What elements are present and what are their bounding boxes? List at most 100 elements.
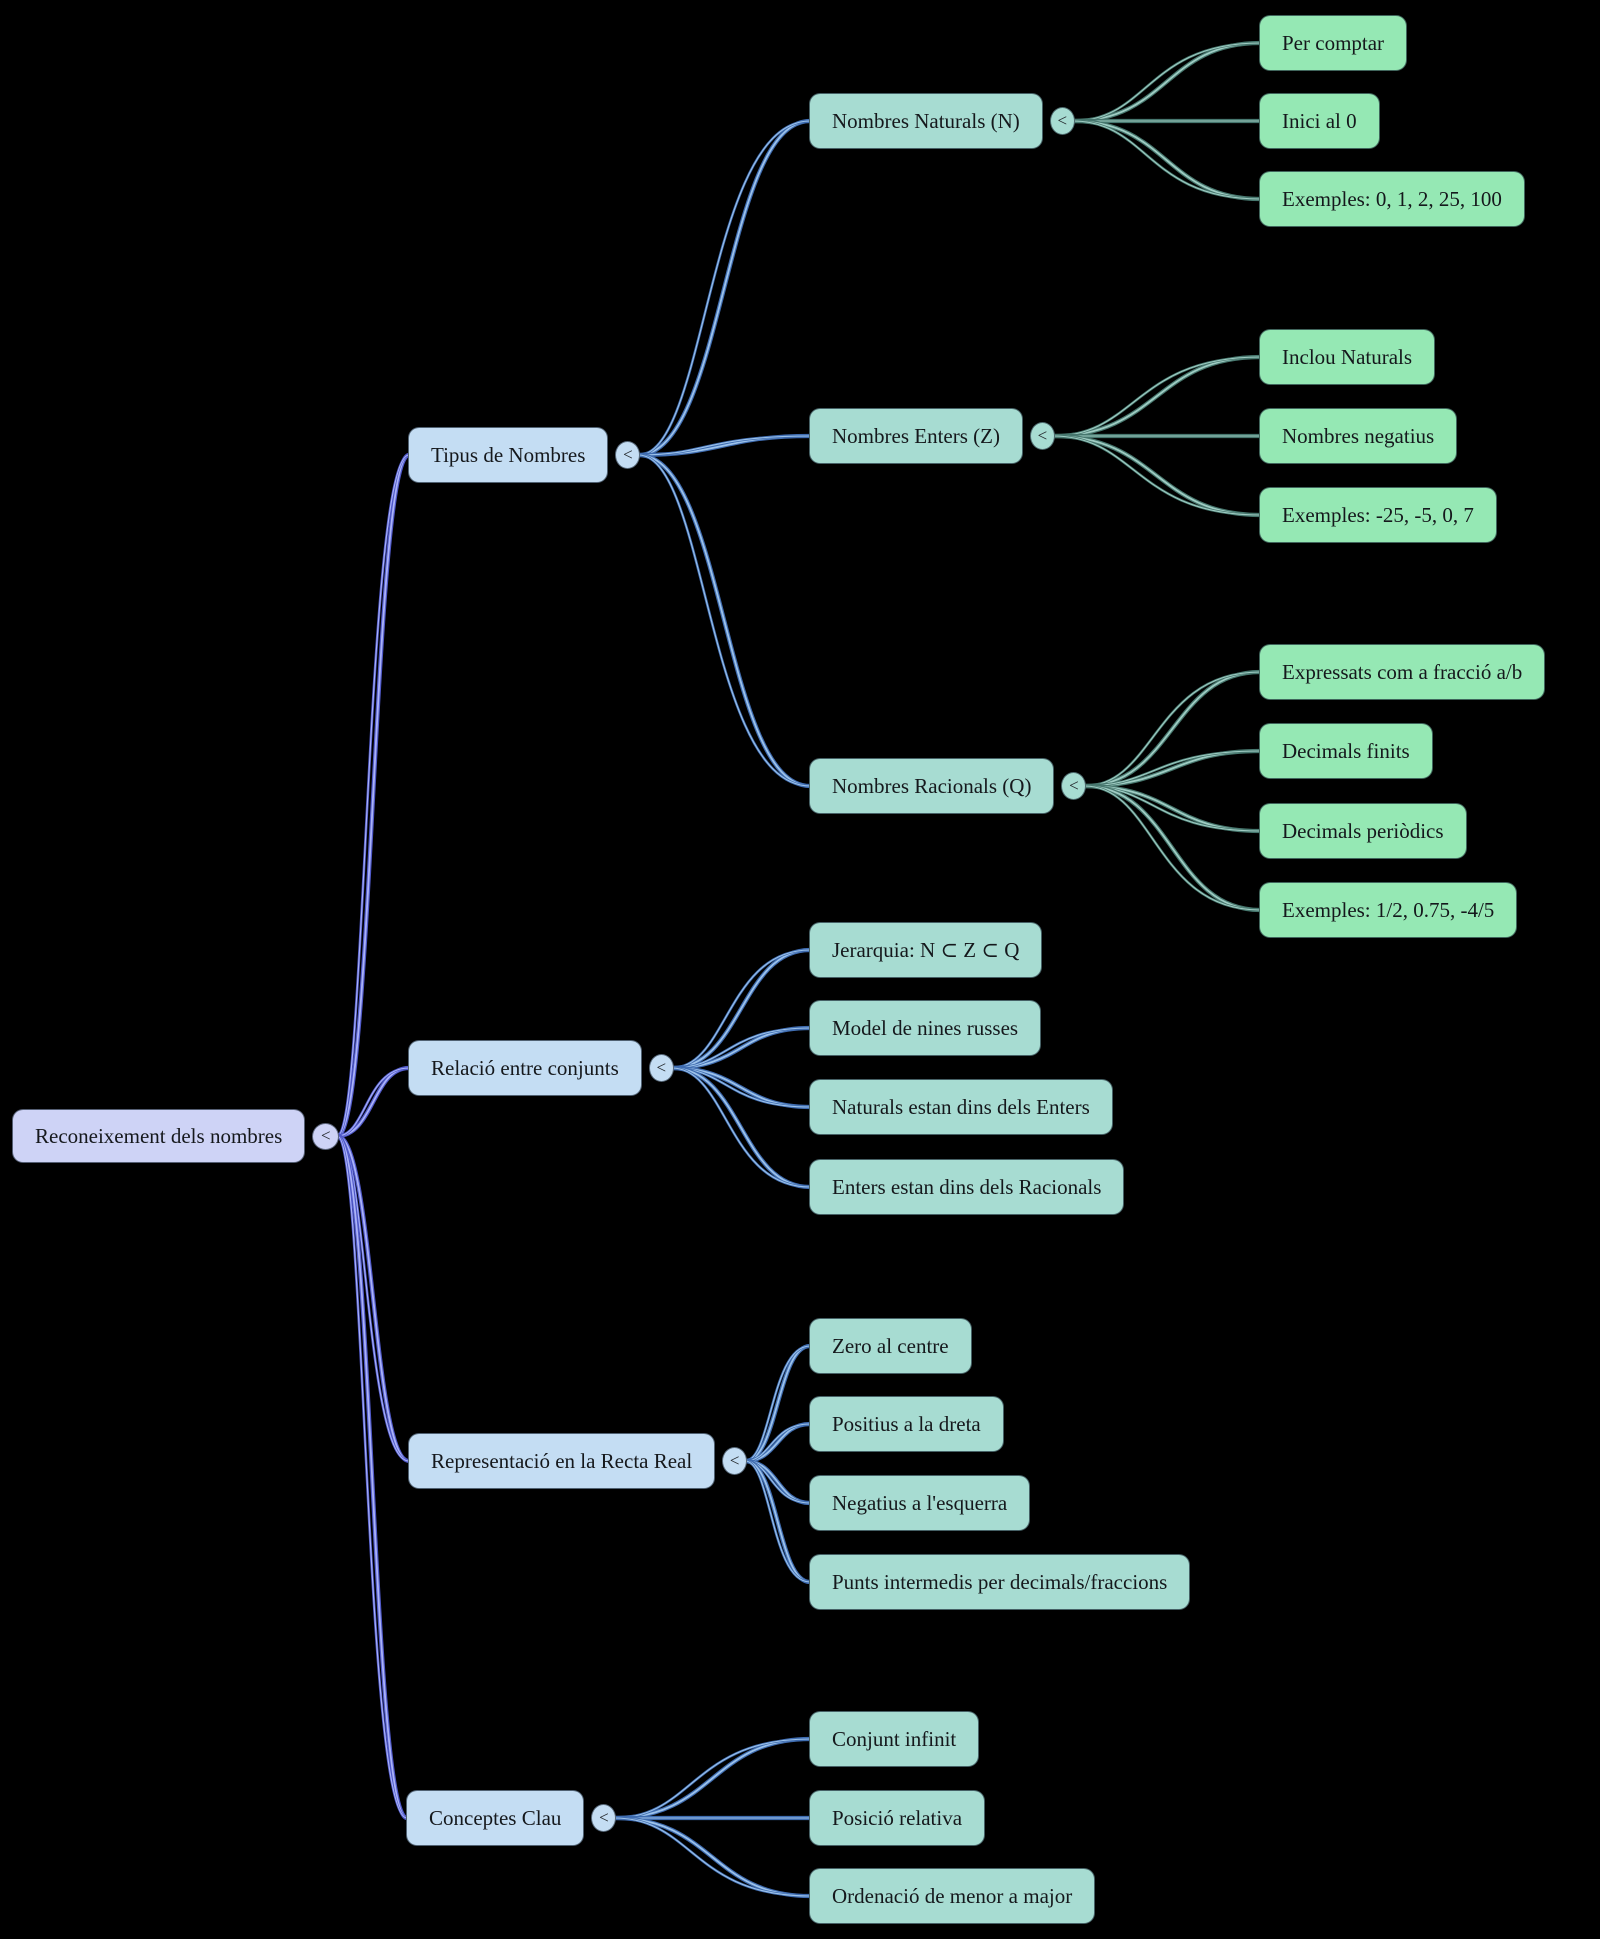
node-punts-intermedis: Punts intermedis per decimals/fraccions — [809, 1554, 1191, 1610]
mindmap-edge-zero — [744, 1345, 811, 1462]
node-reconeixement-dels-nombres: Reconeixement dels nombres < — [12, 1109, 340, 1163]
collapse-toggle[interactable]: < — [312, 1122, 340, 1150]
mindmap-edge-exrac — [1083, 785, 1261, 911]
mindmap-edge-punts — [744, 1460, 811, 1583]
node-model-nines-russes: Model de nines russes — [809, 1000, 1042, 1056]
collapse-toggle[interactable]: < — [1049, 107, 1075, 135]
node-label: Negatius a l'esquerra — [809, 1475, 1031, 1531]
node-nombres-naturals: Nombres Naturals (N) < — [809, 93, 1075, 149]
mindmap-edge-jerarquia — [670, 949, 811, 1069]
node-label: Conjunt infinit — [809, 1711, 980, 1767]
mindmap-edge-finits — [1083, 750, 1261, 787]
node-exemples-naturals: Exemples: 0, 1, 2, 25, 100 — [1259, 171, 1525, 227]
mindmap-edge-expressats — [1083, 671, 1261, 787]
node-label: Decimals periòdics — [1259, 803, 1467, 859]
node-decimals-finits: Decimals finits — [1259, 723, 1433, 779]
node-nombres-racionals: Nombres Racionals (Q) < — [809, 758, 1087, 814]
mindmap-edge-enters — [637, 435, 811, 456]
node-jerarquia: Jerarquia: N ⊂ Z ⊂ Q — [809, 922, 1043, 978]
node-label: Inici al 0 — [1259, 93, 1380, 149]
node-conjunt-infinit: Conjunt infinit — [809, 1711, 980, 1767]
node-label: Posició relativa — [809, 1790, 986, 1846]
mindmap-edge-naturals — [637, 120, 811, 456]
node-label: Exemples: 0, 1, 2, 25, 100 — [1259, 171, 1525, 227]
mindmap-edge-zero — [744, 1345, 811, 1462]
node-inclou-naturals: Inclou Naturals — [1259, 329, 1436, 385]
collapse-toggle[interactable]: < — [722, 1447, 748, 1475]
node-label: Tipus de Nombres — [408, 427, 609, 483]
node-conceptes-clau: Conceptes Clau < — [406, 1790, 617, 1846]
node-negatius-esquerra: Negatius a l'esquerra — [809, 1475, 1031, 1531]
node-ordenacio-menor-major: Ordenació de menor a major — [809, 1868, 1096, 1924]
collapse-toggle[interactable]: < — [615, 441, 641, 469]
mindmap-edge-exent — [1052, 435, 1261, 516]
node-label: Nombres negatius — [1259, 408, 1458, 464]
node-positius-dreta: Positius a la dreta — [809, 1396, 1004, 1452]
mindmap-edge-percomptar — [1071, 42, 1261, 122]
node-exemples-racionals: Exemples: 1/2, 0.75, -4/5 — [1259, 882, 1518, 938]
mindmap-edge-ordenacio — [613, 1817, 811, 1897]
node-label: Naturals estan dins dels Enters — [809, 1079, 1113, 1135]
node-label: Conceptes Clau — [406, 1790, 585, 1846]
node-naturals-dins-enters: Naturals estan dins dels Enters — [809, 1079, 1113, 1135]
mindmap-edge-ordenacio — [613, 1817, 811, 1897]
node-nombres-enters: Nombres Enters (Z) < — [809, 408, 1055, 464]
node-label: Reconeixement dels nombres — [12, 1109, 306, 1163]
mindmap-edge-model — [671, 1027, 811, 1069]
node-label: Exemples: -25, -5, 0, 7 — [1259, 487, 1497, 543]
node-label: Expressats com a fracció a/b — [1259, 644, 1546, 700]
node-enters-dins-racionals: Enters estan dins dels Racionals — [809, 1159, 1125, 1215]
mindmap-edge-conceptes — [336, 1135, 408, 1819]
mindmap-edge-racionals — [637, 454, 811, 787]
mindmap-edge-inclou — [1052, 356, 1261, 437]
mindmap-edge-conceptes — [336, 1135, 408, 1819]
node-label: Decimals finits — [1259, 723, 1433, 779]
node-label: Positius a la dreta — [809, 1396, 1004, 1452]
mindmap-edge-percomptar — [1072, 42, 1261, 122]
node-label: Relació entre conjunts — [408, 1040, 642, 1096]
node-label: Ordenació de menor a major — [809, 1868, 1096, 1924]
mindmap-edge-naturals — [637, 120, 811, 456]
collapse-toggle[interactable]: < — [648, 1054, 674, 1082]
node-label: Exemples: 1/2, 0.75, -4/5 — [1259, 882, 1518, 938]
mindmap-edge-exent — [1052, 435, 1261, 516]
node-expressats-fraccio: Expressats com a fracció a/b — [1259, 644, 1546, 700]
mindmap-edge-exrac — [1083, 785, 1261, 911]
mindmap-edge-inclou — [1052, 356, 1261, 437]
node-label: Enters estan dins dels Racionals — [809, 1159, 1125, 1215]
collapse-toggle[interactable]: < — [1061, 772, 1087, 800]
node-label: Jerarquia: N ⊂ Z ⊂ Q — [809, 922, 1043, 978]
mindmap-edge-entdins — [671, 1067, 811, 1188]
node-label: Zero al centre — [809, 1318, 972, 1374]
mindmap-edge-representacio — [336, 1135, 410, 1462]
mindmap-edge-punts — [744, 1460, 811, 1583]
mindmap-edge-tipus — [336, 454, 410, 1137]
mindmap-edge-jerarquia — [671, 949, 811, 1069]
mindmap-edge-racionals — [637, 454, 811, 787]
node-per-comptar: Per comptar — [1259, 15, 1408, 71]
mindmap-edge-exnat — [1072, 120, 1261, 200]
collapse-toggle[interactable]: < — [1029, 422, 1055, 450]
node-label: Inclou Naturals — [1259, 329, 1436, 385]
collapse-toggle[interactable]: < — [591, 1804, 617, 1832]
node-relacio-entre-conjunts: Relació entre conjunts < — [408, 1040, 674, 1096]
node-tipus-de-nombres: Tipus de Nombres < — [408, 427, 641, 483]
mindmap-edge-exnat — [1071, 120, 1261, 200]
node-inici-al-0: Inici al 0 — [1259, 93, 1380, 149]
node-representacio-recta-real: Representació en la Recta Real < — [408, 1433, 748, 1489]
mindmap-edge-conjunt — [613, 1738, 811, 1819]
mindmap-edge-entdins — [670, 1067, 811, 1188]
mindmap-edge-expressats — [1083, 671, 1261, 787]
node-nombres-negatius: Nombres negatius — [1259, 408, 1458, 464]
node-posicio-relativa: Posició relativa — [809, 1790, 986, 1846]
node-decimals-periodics: Decimals periòdics — [1259, 803, 1467, 859]
node-label: Nombres Racionals (Q) — [809, 758, 1055, 814]
node-zero-al-centre: Zero al centre — [809, 1318, 972, 1374]
node-exemples-enters: Exemples: -25, -5, 0, 7 — [1259, 487, 1497, 543]
mindmap-edge-relacio — [336, 1067, 410, 1137]
node-label: Punts intermedis per decimals/fraccions — [809, 1554, 1191, 1610]
mindmap-edge-tipus — [336, 454, 410, 1137]
node-label: Model de nines russes — [809, 1000, 1042, 1056]
